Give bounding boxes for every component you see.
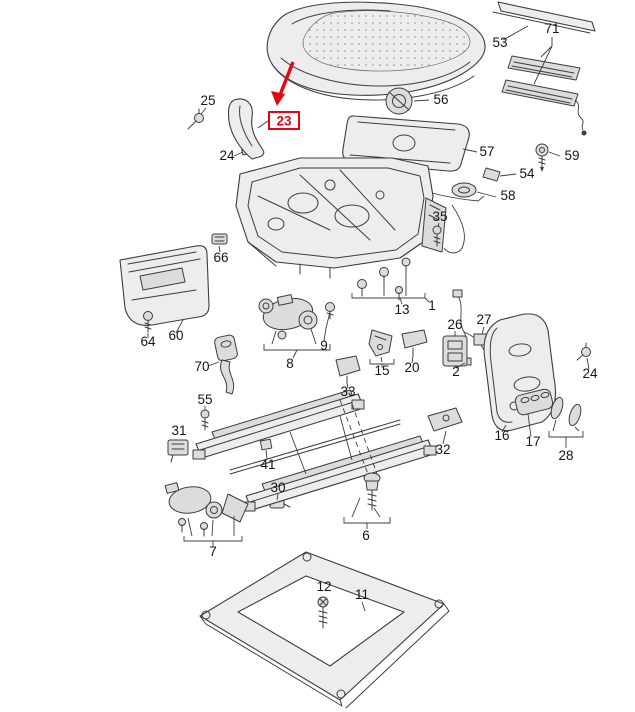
seat-frame-drawing xyxy=(235,157,447,279)
part-callout-7[interactable]: 7 xyxy=(209,544,217,559)
part-callout-70[interactable]: 70 xyxy=(194,359,209,374)
bolt-6-drawing xyxy=(339,399,381,511)
part-callout-23-highlighted[interactable]: 23 xyxy=(276,114,292,129)
bracket-20-drawing xyxy=(401,329,428,357)
side-panel-60-64-drawing xyxy=(119,245,210,333)
part-callout-55[interactable]: 55 xyxy=(197,392,212,407)
part-callout-2[interactable]: 2 xyxy=(452,364,460,379)
motor-assembly-7-drawing xyxy=(164,482,249,537)
screw-12-drawing xyxy=(317,596,329,629)
part-callout-35[interactable]: 35 xyxy=(432,209,447,224)
part-callout-20[interactable]: 20 xyxy=(404,360,419,375)
clip-24b-drawing xyxy=(576,342,591,361)
part-callout-25[interactable]: 25 xyxy=(200,93,215,108)
highlight-arrow-icon xyxy=(278,61,295,96)
part-callout-24b[interactable]: 24 xyxy=(582,366,598,381)
seat-cushion-drawing xyxy=(266,1,486,101)
part-callout-24[interactable]: 24 xyxy=(219,148,235,163)
switch-pack-17-drawing xyxy=(514,388,554,416)
part-callout-66[interactable]: 66 xyxy=(213,250,228,265)
part-callout-30[interactable]: 30 xyxy=(270,480,285,495)
part-callout-26[interactable]: 26 xyxy=(447,317,462,332)
bracket-33-drawing xyxy=(335,355,361,384)
part-callout-31[interactable]: 31 xyxy=(171,423,186,438)
bracket-32-drawing xyxy=(427,407,463,432)
part-callout-58[interactable]: 58 xyxy=(500,188,515,203)
leader-lines xyxy=(147,25,590,612)
trim-strip-53-drawing xyxy=(492,1,596,34)
part-callout-33[interactable]: 33 xyxy=(340,384,355,399)
part-callout-15[interactable]: 15 xyxy=(374,363,389,378)
caps-28-drawing xyxy=(550,396,582,427)
part-callout-17[interactable]: 17 xyxy=(525,434,540,449)
part-callout-9[interactable]: 9 xyxy=(320,338,328,353)
part-callout-1[interactable]: 1 xyxy=(428,298,436,313)
part-callout-12[interactable]: 12 xyxy=(316,579,331,594)
seat-rails-drawing xyxy=(192,389,437,512)
part-callout-54[interactable]: 54 xyxy=(519,166,535,181)
part-callout-57[interactable]: 57 xyxy=(479,144,494,159)
screw-35-drawing xyxy=(432,225,442,247)
part-callout-6[interactable]: 6 xyxy=(362,528,370,543)
part-callout-53[interactable]: 53 xyxy=(492,35,507,50)
highlight-arrowhead-icon xyxy=(271,91,285,106)
clip-66-drawing xyxy=(211,233,228,245)
part-callout-64[interactable]: 64 xyxy=(140,334,156,349)
clip-41-drawing xyxy=(259,438,273,451)
part-callout-32[interactable]: 32 xyxy=(435,442,450,457)
part-callout-13[interactable]: 13 xyxy=(394,302,409,317)
part-callout-41[interactable]: 41 xyxy=(260,457,275,472)
part-callout-59[interactable]: 59 xyxy=(564,148,579,163)
part-callout-71[interactable]: 71 xyxy=(544,21,559,36)
ring-58-drawing xyxy=(451,182,477,198)
switch-26-drawing xyxy=(442,335,468,367)
clip-25-drawing xyxy=(187,108,204,130)
belt-buckle-70-drawing xyxy=(214,334,238,395)
block-31-drawing xyxy=(167,439,189,463)
heater-elements-71-drawing xyxy=(501,55,587,136)
screw-59-drawing xyxy=(535,143,549,172)
motor-8-9-drawing xyxy=(258,294,335,340)
bracket-15-drawing xyxy=(368,329,393,357)
part-callout-60[interactable]: 60 xyxy=(168,328,183,343)
part-callout-8[interactable]: 8 xyxy=(286,356,294,371)
part-callout-11[interactable]: 11 xyxy=(355,587,369,602)
part-callout-27[interactable]: 27 xyxy=(476,312,491,327)
highlight-23: 23 xyxy=(268,61,300,130)
grommet-56-drawing xyxy=(385,87,413,115)
base-frame-11-drawing xyxy=(199,551,450,709)
screw-55-drawing xyxy=(200,409,210,431)
clip-54-drawing xyxy=(482,167,501,182)
part-callout-56[interactable]: 56 xyxy=(433,92,448,107)
side-trim-23-drawing xyxy=(227,98,265,160)
part-callout-16[interactable]: 16 xyxy=(494,428,509,443)
highlight-box xyxy=(268,111,300,130)
part-callout-28[interactable]: 28 xyxy=(558,448,573,463)
